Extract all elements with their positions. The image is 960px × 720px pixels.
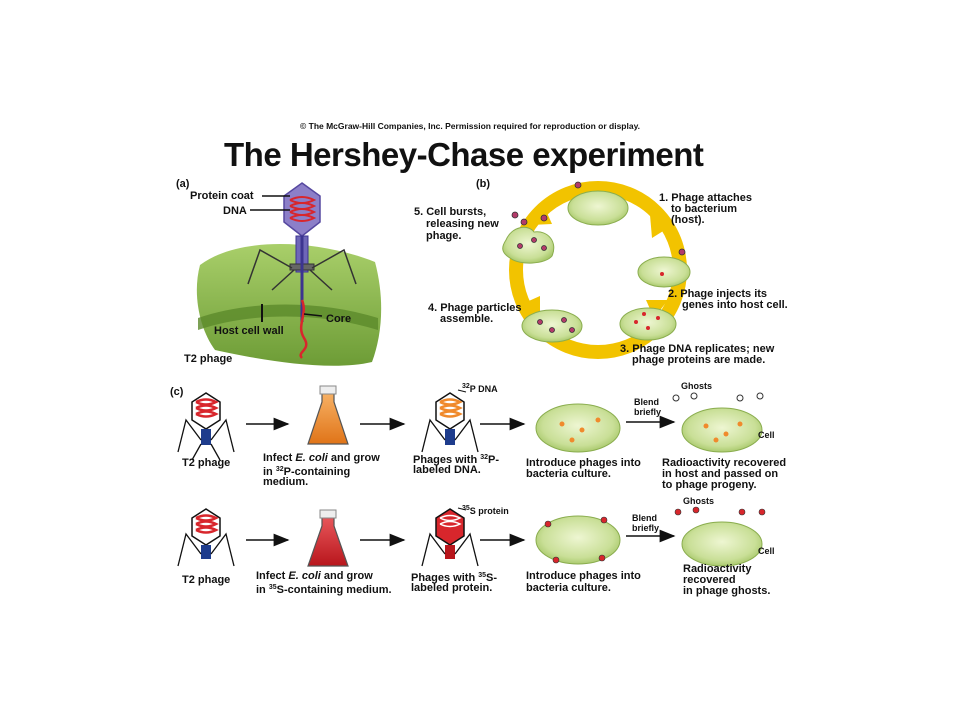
row2-result-line3: in phage ghosts. [683,585,771,597]
label-host-cell-wall: Host cell wall [214,325,284,337]
row2-blend-line1: Blend [632,513,658,523]
row2-infect-line1: Infect E. coli and grow [256,570,373,582]
flask-35s [307,515,349,567]
row1-infect-line2: in 32P-containing [263,466,351,478]
cycle-cell-top [567,190,629,226]
injected-dna [299,299,308,359]
row2-result-line1: Radioactivity [683,563,752,575]
panel-b-artwork [502,181,691,359]
step5-line3: phage. [426,230,462,242]
row1-blend-line1: Blend [634,397,660,407]
row1-cell: Cell [758,430,775,440]
row2-phages-line2: labeled protein. [411,582,493,594]
copyright-notice: © The McGraw-Hill Companies, Inc. Permis… [300,121,641,131]
phage-dna-coil [289,196,317,222]
step2-line1: 2. Phage injects its [668,288,768,300]
row1-t2-phage: T2 phage [182,457,231,469]
host-cell-wall-band [198,304,378,330]
row1-result-line2: in host and passed on [662,468,779,480]
bacterium-result-row2 [681,521,763,567]
panel-c-row2-artwork [177,506,766,567]
row2-label-top: 35S protein [462,505,509,516]
row1-ghosts: Ghosts [681,381,713,391]
row2-introduce-line2: bacteria culture. [526,582,611,594]
step2-line2: genes into host cell. [682,299,788,311]
label-core: Core [326,313,352,325]
step1-line3: (host). [671,214,705,226]
row2-t2-phage: T2 phage [182,574,231,586]
row2-phages-line1: Phages with 35S- [411,572,498,584]
row1-result-line3: to phage progeny. [662,479,757,491]
cycle-cell-bottom-left [521,309,583,343]
row2-ghosts: Ghosts [683,496,715,506]
step5-line2: releasing new [426,218,499,230]
cycle-cell-right [637,256,691,288]
row1-introduce-line1: Introduce phages into [526,457,641,469]
panel-b-letter: (b) [476,178,491,190]
step1-line2: to bacterium [671,203,738,215]
label-t2-phage-a: T2 phage [184,353,233,365]
page-title: The Hershey-Chase experiment [224,136,704,173]
bacterium-culture-row1 [535,403,621,453]
row2-result-line2: recovered [683,574,736,586]
panel-a-letter: (a) [176,178,190,190]
step1-line1: 1. Phage attaches [659,192,752,204]
row1-infect-line1: Infect E. coli and grow [263,452,380,464]
row2-blend-line2: briefly [632,523,660,533]
row1-introduce-line2: bacteria culture. [526,468,611,480]
step3-line2: phage proteins are made. [632,354,766,366]
step5-line1: 5. Cell bursts, [414,206,487,218]
bacterium-culture-row2 [535,515,621,565]
row1-label-top: 32P DNA [462,383,498,394]
row2-infect-line2: in 35S-containing medium. [256,584,392,596]
row1-phages-line1: Phages with 32P- [413,454,500,466]
step4-line2: assemble. [440,313,494,325]
row2-introduce-line1: Introduce phages into [526,570,641,582]
row1-result-line1: Radioactivity recovered [662,457,787,469]
cycle-cell-bottom-right [619,307,677,341]
panel-a-artwork [196,182,382,366]
step4-line1: 4. Phage particles [428,302,522,314]
step3-line1: 3. Phage DNA replicates; new [620,343,775,355]
panel-c-row1-artwork [177,385,764,461]
row1-phages-line2: labeled DNA. [413,464,481,476]
row1-blend-line2: briefly [634,407,662,417]
bacterium-result-row1 [681,407,763,453]
cycle-cell-burst [502,226,555,264]
row1-infect-line3: medium. [263,476,309,488]
flask-32p [307,391,349,445]
panel-c-letter: (c) [170,386,184,398]
row2-cell: Cell [758,546,775,556]
label-dna: DNA [223,205,247,217]
label-protein-coat: Protein coat [190,190,254,202]
